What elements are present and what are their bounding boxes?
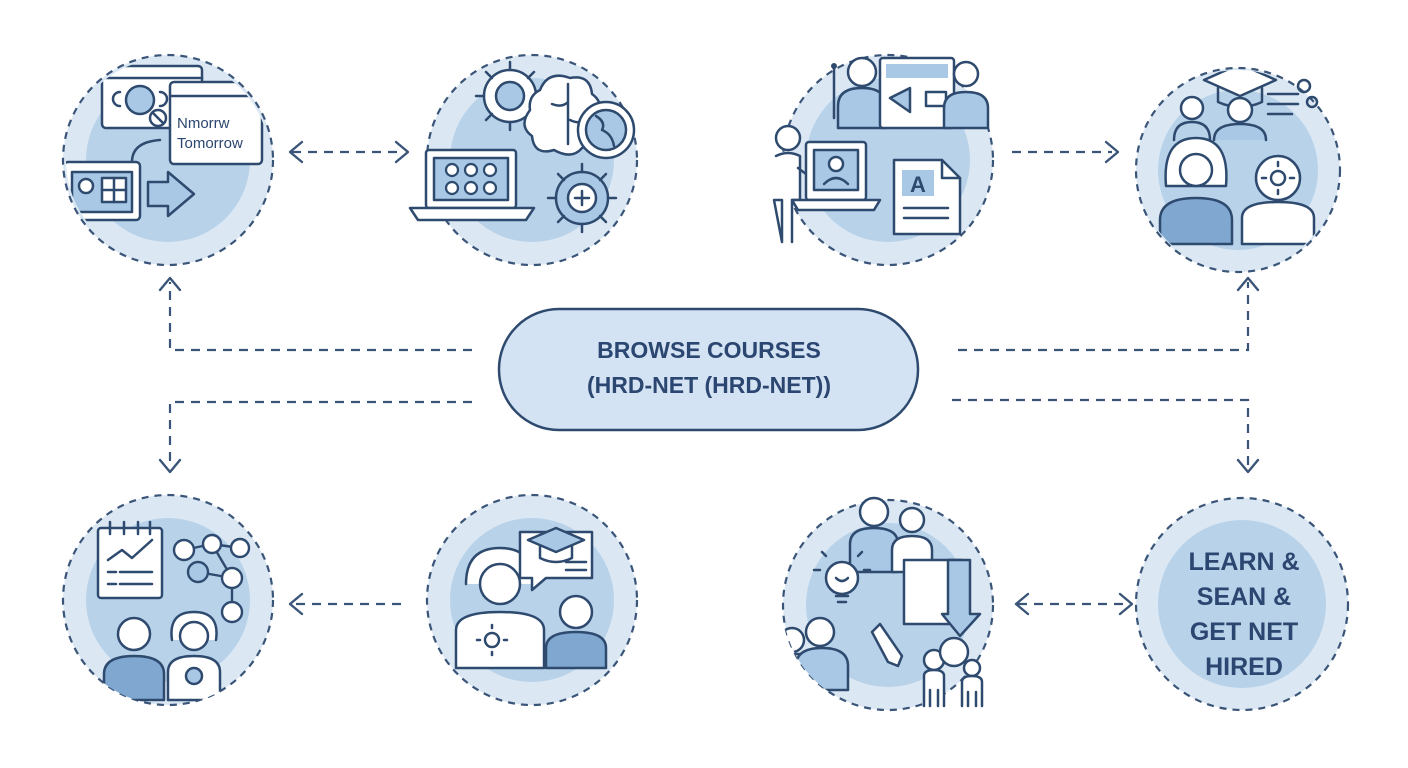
arrow-left-head xyxy=(288,140,304,164)
mentor-student-icon xyxy=(454,526,608,670)
node-graduate[interactable] xyxy=(1134,64,1342,274)
final-line1: LEARN & xyxy=(1188,548,1299,576)
arrow-right-head xyxy=(1118,592,1134,616)
arrow-down-head xyxy=(158,458,182,474)
connector-center-node4 xyxy=(958,282,1250,352)
node-schedule[interactable]: Nmorrw Tomorrow xyxy=(61,53,275,267)
arrow-up-head xyxy=(158,276,182,292)
center-pill[interactable]: BROWSE COURSES (HRD-NET (HRD-NET)) xyxy=(497,307,920,432)
node-mentor[interactable] xyxy=(425,493,639,707)
arrow-left-head xyxy=(288,592,304,616)
node-laptop-gears[interactable] xyxy=(408,53,639,267)
arrow-up-head xyxy=(1236,276,1260,292)
graduate-people-icon xyxy=(1158,70,1319,246)
node-team[interactable] xyxy=(776,496,995,712)
node-instructor[interactable]: A xyxy=(772,53,995,267)
node-progress[interactable] xyxy=(61,493,275,707)
arrow-right-head xyxy=(1104,140,1120,164)
hired-badge xyxy=(1158,520,1326,688)
node-learn-get-hired[interactable]: LEARN & SEAN & GET NET HIRED xyxy=(1134,496,1350,712)
progress-chart-network-icon xyxy=(96,520,251,702)
center-pill-shape[interactable] xyxy=(497,307,920,432)
schedule-screens-icon: Nmorrw Tomorrow xyxy=(66,64,264,222)
instructor-presentation-icon: A xyxy=(772,56,990,244)
center-title-line2: (HRD-NET (HRD-NET)) xyxy=(587,372,831,398)
arrow-down-head xyxy=(1236,458,1260,474)
connector-center-node1 xyxy=(168,282,472,352)
schedule-line1: Nmorrw xyxy=(177,115,230,132)
arrow-right-head xyxy=(394,140,410,164)
final-line3: GET NET xyxy=(1190,618,1298,646)
connector-center-node5 xyxy=(168,400,472,468)
connector-center-node8 xyxy=(952,398,1250,468)
connectors xyxy=(158,140,1260,616)
center-title-line1: BROWSE COURSES xyxy=(597,337,821,363)
document-letter: A xyxy=(910,172,926,197)
arrow-left-head xyxy=(1014,592,1030,616)
laptop-gears-icon xyxy=(408,60,636,234)
schedule-line2: Tomorrow xyxy=(177,135,243,152)
final-line4: HIRED xyxy=(1205,653,1283,681)
final-line2: SEAN & xyxy=(1197,583,1291,611)
